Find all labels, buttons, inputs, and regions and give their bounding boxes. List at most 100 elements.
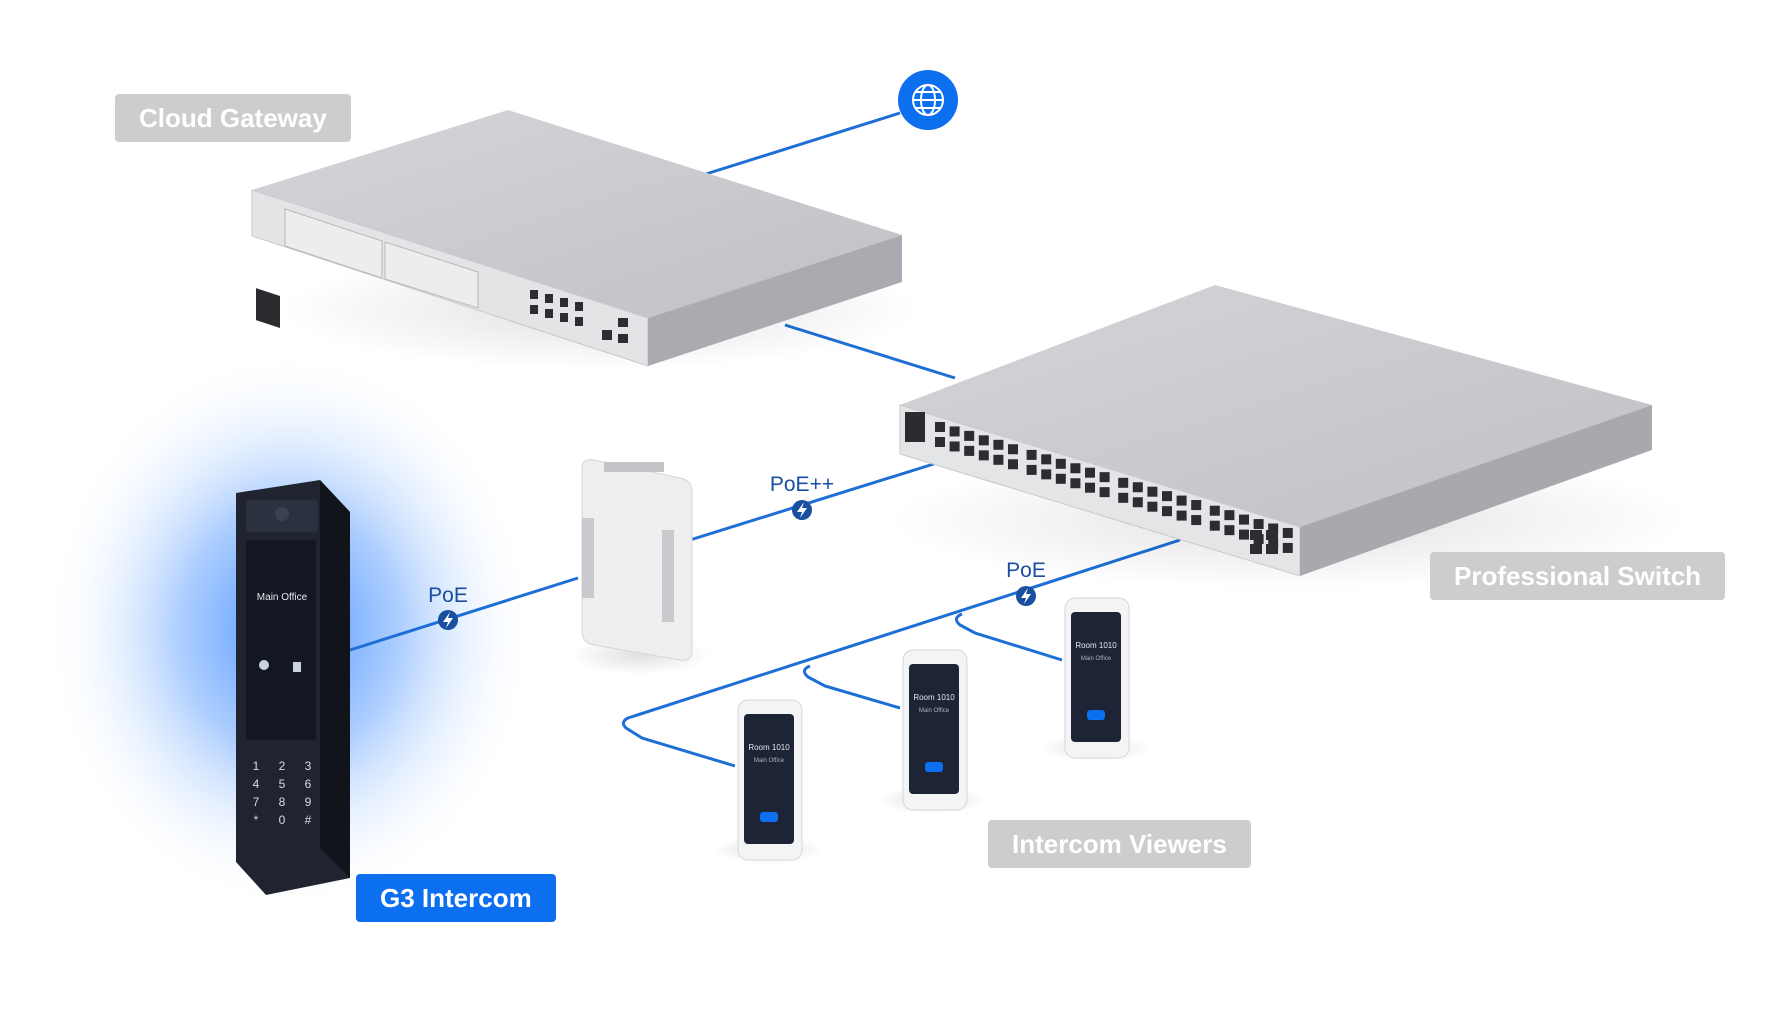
switch-port bbox=[1008, 444, 1018, 455]
switch-port bbox=[1282, 527, 1293, 538]
switch-port bbox=[993, 454, 1004, 465]
switch-port bbox=[1026, 464, 1037, 475]
intercom-keypad: 1 2 3 4 5 6 7 8 9 * 0 # bbox=[253, 759, 312, 827]
cable-viewer-3 bbox=[955, 612, 1063, 662]
poe-link-switch: PoE++ bbox=[770, 473, 834, 520]
switch-port bbox=[935, 422, 945, 432]
cable-internet bbox=[705, 111, 901, 176]
switch-port bbox=[935, 437, 945, 447]
viewer-screen-subtitle: Main Office bbox=[1081, 656, 1112, 662]
switch-port bbox=[1070, 463, 1081, 474]
switch-port bbox=[978, 450, 989, 461]
switch-port bbox=[1253, 519, 1264, 530]
switch-port bbox=[1041, 469, 1052, 480]
g3-intercom-tag[interactable]: G3 Intercom bbox=[356, 874, 556, 922]
switch-port bbox=[1055, 473, 1066, 484]
keypad-key: 0 bbox=[279, 813, 286, 827]
switch-port bbox=[993, 439, 1004, 450]
keypad-key: 2 bbox=[279, 759, 286, 773]
sfp-port bbox=[1250, 544, 1262, 554]
switch-port bbox=[1132, 497, 1143, 508]
sfp-port bbox=[1266, 544, 1278, 554]
switch-port bbox=[1118, 477, 1129, 488]
sfp-port bbox=[1266, 530, 1278, 540]
viewer-screen-title: Room 1010 bbox=[748, 743, 790, 752]
keypad-key: 4 bbox=[253, 777, 260, 791]
viewer-screen-title: Room 1010 bbox=[1075, 641, 1117, 650]
switch-port bbox=[1209, 505, 1220, 516]
switch-port bbox=[1282, 542, 1293, 553]
poe-intercom-label: PoE bbox=[428, 584, 468, 607]
switch-console-port bbox=[905, 412, 925, 442]
keypad-key: 5 bbox=[279, 777, 286, 791]
gateway-power-port bbox=[256, 288, 280, 328]
g3-intercom-device: Main Office bbox=[236, 480, 350, 895]
switch-port bbox=[1132, 482, 1143, 493]
switch-port bbox=[1239, 529, 1249, 540]
switch-port bbox=[1224, 510, 1235, 521]
cable-viewers-trunk bbox=[621, 538, 1181, 768]
intercom-screen-title: Main Office bbox=[257, 592, 308, 603]
viewer-screen-subtitle: Main Office bbox=[919, 708, 950, 714]
cables bbox=[349, 111, 1181, 768]
keypad-key: 6 bbox=[305, 777, 312, 791]
switch-port bbox=[1118, 492, 1129, 503]
internet-node bbox=[898, 70, 958, 130]
professional-switch-tag: Professional Switch bbox=[1430, 552, 1726, 600]
keypad-key: 8 bbox=[279, 795, 286, 809]
switch-port bbox=[1099, 487, 1110, 498]
keypad-key: 1 bbox=[253, 759, 260, 773]
lightning-icon bbox=[797, 502, 807, 518]
switch-port bbox=[1147, 501, 1158, 512]
switch-port bbox=[964, 430, 975, 441]
switch-port bbox=[1070, 478, 1081, 489]
poe-plus-plus-label: PoE++ bbox=[770, 473, 834, 496]
intercom-viewers-tag: Intercom Viewers bbox=[988, 820, 1251, 868]
poe-injector-device bbox=[570, 459, 710, 675]
call-button bbox=[925, 762, 943, 772]
poe-viewers-label: PoE bbox=[1006, 559, 1046, 582]
switch-port bbox=[978, 435, 989, 446]
poe-link-intercom: PoE bbox=[428, 584, 468, 630]
switch-port bbox=[1008, 459, 1018, 470]
switch-ports bbox=[935, 422, 1293, 554]
cloud-gateway-device bbox=[251, 110, 920, 370]
keypad-key: 7 bbox=[253, 795, 260, 809]
keypad-key: 3 bbox=[305, 759, 312, 773]
switch-port bbox=[1268, 538, 1279, 549]
switch-port bbox=[1176, 510, 1187, 521]
keypad-key: * bbox=[254, 813, 259, 827]
switch-port bbox=[1239, 514, 1249, 525]
lightning-icon bbox=[443, 612, 453, 628]
switch-port bbox=[1224, 525, 1235, 536]
call-button bbox=[1087, 710, 1105, 720]
viewer-screen-subtitle: Main Office bbox=[754, 758, 785, 764]
switch-port bbox=[1191, 500, 1202, 511]
call-button bbox=[760, 812, 778, 822]
switch-port bbox=[1162, 491, 1172, 502]
cable-switch-injector bbox=[689, 460, 941, 542]
switch-port bbox=[1041, 454, 1052, 465]
keypad-key: # bbox=[305, 813, 312, 827]
switch-port bbox=[1055, 458, 1066, 469]
cloud-gateway-tag: Cloud Gateway bbox=[115, 94, 351, 142]
switch-port bbox=[1099, 472, 1110, 483]
switch-port bbox=[1209, 520, 1220, 531]
switch-port bbox=[1147, 486, 1158, 497]
camera-icon bbox=[275, 507, 289, 521]
cable-injector-intercom bbox=[349, 576, 579, 652]
keypad-key: 9 bbox=[305, 795, 312, 809]
switch-port bbox=[1085, 467, 1095, 478]
switch-port bbox=[1085, 482, 1095, 493]
switch-port bbox=[1162, 506, 1172, 517]
poe-link-viewers: PoE bbox=[1006, 559, 1046, 606]
globe-icon bbox=[912, 84, 944, 116]
gateway-ports bbox=[530, 290, 628, 343]
switch-port bbox=[1191, 515, 1202, 526]
switch-port bbox=[1268, 523, 1279, 534]
